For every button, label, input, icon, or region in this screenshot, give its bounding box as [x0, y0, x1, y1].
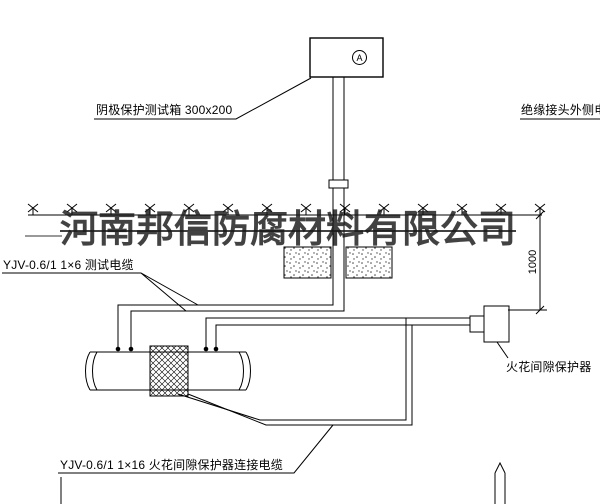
terminal-dot: [213, 346, 219, 352]
dimension-line: [508, 210, 547, 315]
concrete-foundation-left: [283, 246, 332, 279]
depth-dimension-label: 1000: [527, 249, 539, 275]
pipe-right-cap: [238, 351, 251, 391]
protector-body: [483, 305, 510, 343]
test-cables: [117, 291, 345, 348]
company-watermark: 河南邦信防腐材料有限公司: [60, 209, 517, 251]
leader-lines: [2, 77, 600, 474]
insulating-joint: [149, 345, 189, 397]
concrete-foundation-right: [345, 246, 393, 279]
cable-terminals: [115, 346, 219, 352]
post-coupling: [328, 179, 349, 189]
terminal-dot: [128, 346, 134, 352]
pipe-stake-symbol: [494, 461, 506, 504]
pipe-left-cap: [85, 351, 98, 391]
test-cable-label: YJV-0.6/1 1×6 测试电缆: [3, 258, 134, 272]
test-post: [328, 77, 349, 291]
terminal-circle-a: A: [352, 50, 367, 65]
terminal-dot: [115, 346, 121, 352]
concrete-foundations: [283, 246, 393, 279]
insulated-joint-cable-label: 绝缘接头外侧电缆: [521, 103, 600, 117]
protector-stem: [469, 315, 485, 333]
test-box-label: 阴极保护测试箱 300x200: [96, 103, 233, 117]
terminal-letter: A: [356, 52, 363, 63]
test-box-outline: [309, 37, 384, 78]
spark-gap-protector-label: 火花间隙保护器: [506, 360, 592, 374]
spark-gap-protector: [469, 305, 510, 343]
terminal-dot: [203, 346, 209, 352]
protector-cables: [177, 317, 470, 426]
protector-cable-label: YJV-0.6/1 1×16 火花间隙保护器连接电缆: [60, 458, 283, 472]
